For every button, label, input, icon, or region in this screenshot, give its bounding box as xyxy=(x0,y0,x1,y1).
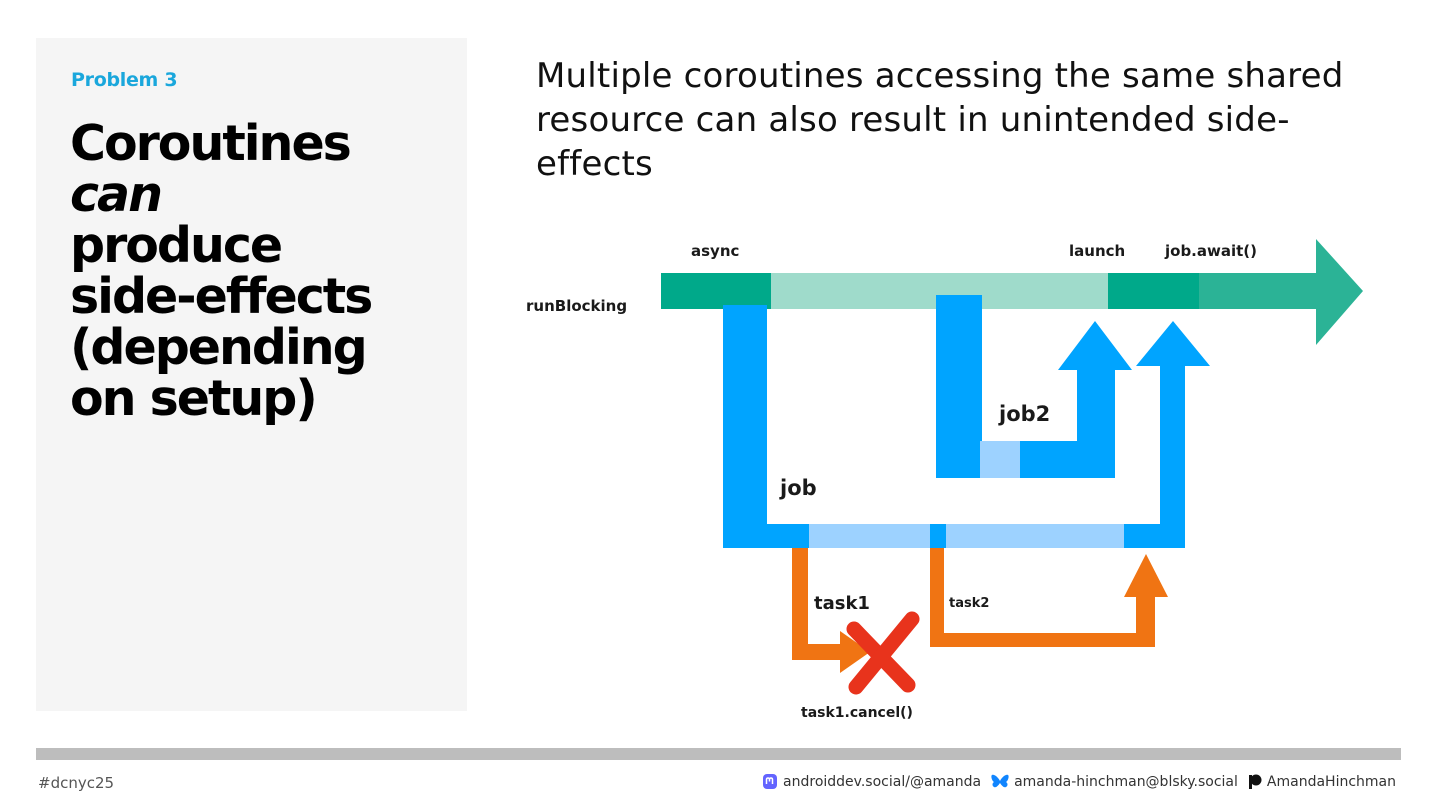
left-panel: Problem 3 Coroutines can produce side-ef… xyxy=(36,38,467,711)
label-task1: task1 xyxy=(814,593,870,614)
problem-label: Problem 3 xyxy=(71,69,178,91)
event-hashtag: #dcnyc25 xyxy=(38,774,115,792)
label-run-blocking: runBlocking xyxy=(526,297,627,315)
job2-vertical xyxy=(936,295,982,478)
butterfly-icon xyxy=(991,774,1009,787)
patreon-handle: AmandaHinchman xyxy=(1266,773,1396,790)
title-line: on setup) xyxy=(70,370,318,427)
patreon-icon xyxy=(1248,774,1262,789)
job-vertical xyxy=(723,305,767,548)
title-line: (depending xyxy=(70,319,368,376)
job-divider xyxy=(930,524,947,548)
label-async: async xyxy=(691,242,739,260)
cancel-x-icon xyxy=(846,611,920,695)
bluesky-handle: amanda-hinchman@blsky.social xyxy=(1014,773,1238,790)
social-mastodon[interactable]: androiddev.social/@amanda xyxy=(762,773,981,790)
mastodon-icon xyxy=(763,774,778,789)
task1-path xyxy=(792,548,870,673)
coroutine-diagram: async launch job.await() runBlocking job… xyxy=(526,239,1363,721)
run-blocking-track-launch xyxy=(1108,273,1200,309)
job-light-segment-2 xyxy=(946,524,1126,548)
task2-path xyxy=(930,548,1168,647)
footer-bar xyxy=(36,748,1401,760)
run-blocking-track-async xyxy=(661,273,771,309)
title-line: side-effects xyxy=(70,268,373,325)
label-task2: task2 xyxy=(949,596,989,611)
title-line: produce xyxy=(70,217,283,274)
label-task1-cancel: task1.cancel() xyxy=(801,705,913,721)
social-links: androiddev.social/@amanda amanda-hinchma… xyxy=(762,773,1396,790)
title-line: Coroutines xyxy=(70,115,352,172)
job2-return-arrow xyxy=(1020,321,1132,478)
label-job: job xyxy=(779,476,817,500)
social-bluesky[interactable]: amanda-hinchman@blsky.social xyxy=(991,774,1238,790)
job-light-segment-1 xyxy=(809,524,931,548)
slide-description: Multiple coroutines accessing the same s… xyxy=(536,56,1344,184)
job-bottom-left xyxy=(723,524,810,548)
label-launch: launch xyxy=(1069,242,1125,260)
slide-title: Coroutines can produce side-effects (dep… xyxy=(70,118,410,424)
mastodon-handle: androiddev.social/@amanda xyxy=(783,773,982,790)
job2-light-segment xyxy=(980,441,1022,478)
social-patreon[interactable]: AmandaHinchman xyxy=(1248,774,1396,790)
label-job2: job2 xyxy=(998,402,1050,426)
title-line-emphasis: can xyxy=(70,166,163,223)
run-blocking-arrow xyxy=(1199,239,1363,345)
job-return-arrow xyxy=(1124,321,1210,548)
label-job-await: job.await() xyxy=(1164,242,1257,260)
